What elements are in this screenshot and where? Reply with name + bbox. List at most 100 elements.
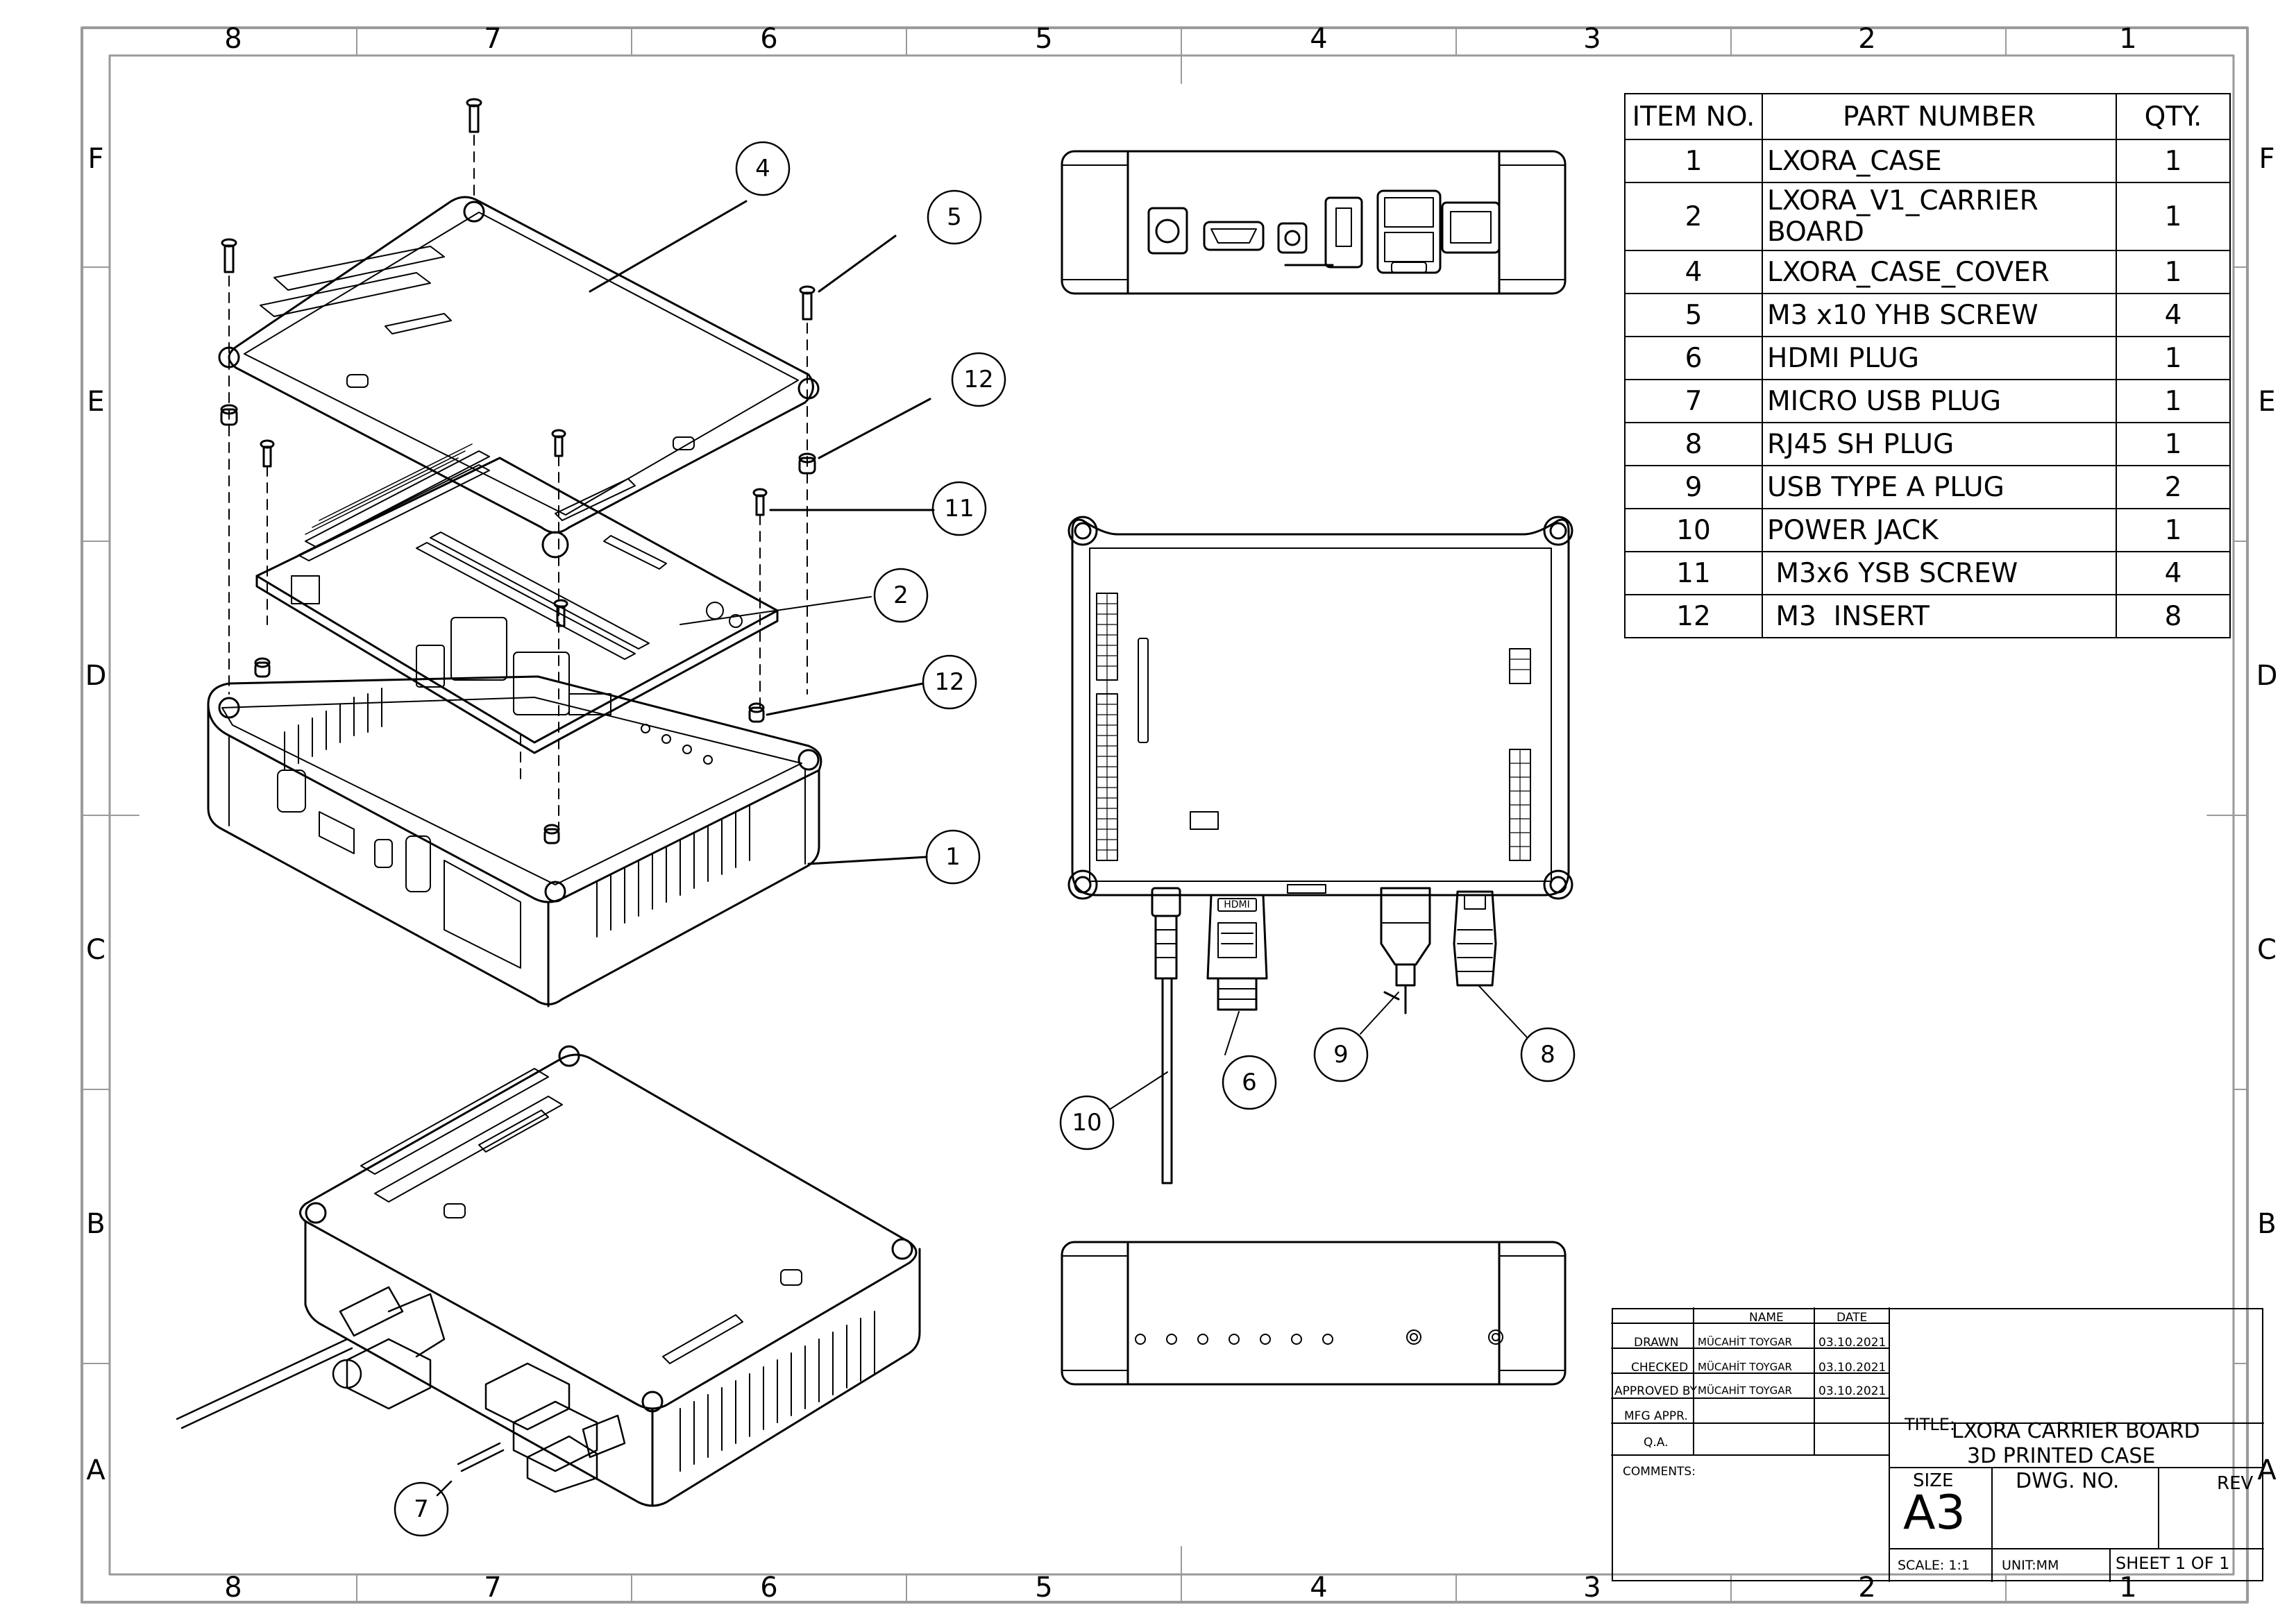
bom-qty: 2 — [2116, 465, 2231, 509]
tb-drawn-name: MÜCAHİT TOYGAR — [1698, 1336, 1792, 1348]
zone-row-f-left: F — [87, 143, 104, 175]
tb-checked-date: 03.10.2021 — [1818, 1361, 1886, 1375]
bom-qty: 8 — [2116, 594, 2231, 638]
balloon-7: 7 — [414, 1495, 429, 1523]
balloon-8: 8 — [1540, 1041, 1555, 1069]
bom-item: 1 — [1624, 139, 1763, 183]
balloon-6: 6 — [1242, 1069, 1257, 1096]
bom-part: USB TYPE A PLUG — [1762, 465, 2117, 509]
tb-scale: SCALE: 1:1 — [1898, 1558, 1970, 1573]
hdmi-logo: HDMI — [1224, 899, 1250, 910]
zone-row-e-left: E — [87, 386, 105, 418]
balloon-12-bottom: 12 — [934, 668, 964, 696]
bom-qty: 1 — [2116, 182, 2231, 251]
zone-row-c-left: C — [86, 934, 105, 966]
bom-header-row: ITEM NO. PART NUMBER QTY. — [1624, 93, 2231, 140]
balloon-1: 1 — [945, 843, 961, 871]
bom-part: POWER JACK — [1762, 508, 2117, 552]
zone-row-d-right: D — [2256, 660, 2278, 692]
zone-row-f-right: F — [2259, 143, 2275, 175]
tb-unit: UNIT:MM — [2002, 1558, 2059, 1573]
bom-item: 7 — [1624, 379, 1763, 423]
zone-col-2-top: 2 — [1858, 23, 1876, 55]
balloon-9: 9 — [1333, 1041, 1349, 1069]
usb-a-plug — [1380, 887, 1431, 1014]
power-jack-port — [1147, 207, 1188, 255]
assembled-cables — [176, 1286, 626, 1497]
bom-item: 4 — [1624, 250, 1763, 294]
bom-item: 11 — [1624, 551, 1763, 595]
bom-item: 2 — [1624, 182, 1763, 251]
tb-qa-label: Q.A. — [1644, 1436, 1669, 1450]
tb-comments-label: COMMENTS: — [1623, 1465, 1696, 1479]
bom-item: 5 — [1624, 293, 1763, 337]
balloon-5: 5 — [947, 203, 962, 231]
balloon-11: 11 — [944, 495, 974, 522]
zone-col-8-bottom: 8 — [224, 1572, 242, 1604]
front-view — [1061, 150, 1567, 295]
bom-qty: 1 — [2116, 508, 2231, 552]
bom-item: 12 — [1624, 594, 1763, 638]
rj45-plug — [1453, 890, 1497, 987]
bom-part: M3x6 YSB SCREW — [1762, 551, 2117, 595]
tb-col-name: NAME — [1749, 1311, 1784, 1325]
bom-qty: 4 — [2116, 293, 2231, 337]
assembly-lines — [228, 135, 808, 833]
bom-part: HDMI PLUG — [1762, 336, 2117, 380]
vent-slots — [284, 688, 750, 937]
tb-sheet: SHEET 1 OF 1 — [2116, 1554, 2230, 1573]
board-screws — [260, 429, 935, 627]
bom-qty: 1 — [2116, 422, 2231, 466]
bom-header-item: ITEM NO. — [1624, 93, 1763, 140]
balloon-2: 2 — [893, 581, 909, 609]
zone-row-b-left: B — [86, 1208, 105, 1240]
zone-col-8-top: 8 — [224, 23, 242, 55]
bom-item: 6 — [1624, 336, 1763, 380]
hdmi-plug — [1206, 894, 1268, 1011]
tb-approved-label: APPROVED BY — [1614, 1384, 1698, 1398]
side-view — [1061, 1241, 1567, 1386]
zone-col-1-bottom: 1 — [2119, 1572, 2137, 1604]
zone-row-a-right: A — [2257, 1454, 2277, 1486]
tb-checked-label: CHECKED — [1631, 1361, 1689, 1375]
bom-item: 10 — [1624, 508, 1763, 552]
zone-row-c-right: C — [2257, 934, 2277, 966]
tb-rev-label: REV — [2217, 1473, 2254, 1494]
rj45-port — [1441, 201, 1501, 254]
tb-approved-date: 03.10.2021 — [1818, 1384, 1886, 1398]
zone-row-b-right: B — [2257, 1208, 2277, 1240]
bom-qty: 1 — [2116, 139, 2231, 183]
case-base — [207, 675, 928, 1008]
bom-header-qty: QTY. — [2116, 93, 2231, 140]
balloon-circles — [394, 141, 1576, 1537]
balloon-12-top: 12 — [963, 366, 993, 393]
tb-checked-name: MÜCAHİT TOYGAR — [1698, 1361, 1792, 1373]
top-view — [1067, 516, 1573, 1184]
hdmi-port — [1203, 221, 1265, 251]
bom-qty: 1 — [2116, 336, 2231, 380]
power-plug — [1151, 887, 1181, 1184]
tb-mfg-label: MFG APPR. — [1624, 1409, 1688, 1423]
bom-header-part: PART NUMBER — [1762, 93, 2117, 140]
tb-title-line2: 3D PRINTED CASE — [1967, 1444, 2156, 1468]
bom-part: M3 x10 YHB SCREW — [1762, 293, 2117, 337]
tb-drawn-label: DRAWN — [1634, 1336, 1679, 1350]
exploded-view — [207, 98, 935, 1008]
assembled-view — [176, 1045, 921, 1507]
zone-col-5-bottom: 5 — [1035, 1572, 1053, 1604]
title-block-lines — [1611, 1307, 2264, 1582]
bom-qty: 4 — [2116, 551, 2231, 595]
zone-col-6-top: 6 — [760, 23, 778, 55]
bom-part: LXORA_CASE — [1762, 139, 2117, 183]
tb-size-value: A3 — [1903, 1486, 1966, 1540]
zone-row-e-right: E — [2258, 386, 2276, 418]
